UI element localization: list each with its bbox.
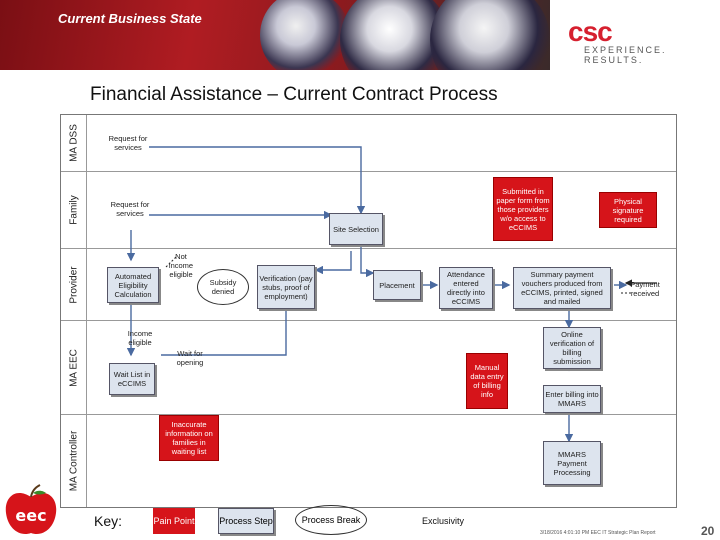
node-wait-list: Wait List in eCCIMS bbox=[109, 363, 155, 395]
key-label: Key: bbox=[94, 513, 123, 529]
node-manual-data-entry-pain: Manual data entry of billing info bbox=[466, 353, 508, 409]
node-request-dss: Request for services bbox=[108, 134, 148, 152]
key-process-step: Process Step bbox=[218, 508, 274, 534]
logo-brand: csc bbox=[568, 16, 613, 47]
lane-family: Family bbox=[61, 172, 676, 249]
cyclist-image bbox=[430, 0, 550, 70]
eec-logo: eec bbox=[5, 484, 57, 535]
lane-label: Family bbox=[61, 172, 87, 248]
header-title: Current Business State bbox=[58, 11, 202, 26]
key-exclusivity: Exclusivity bbox=[422, 516, 465, 526]
logo-tagline: EXPERIENCE. RESULTS. bbox=[584, 45, 667, 65]
node-enter-billing: Enter billing into MMARS bbox=[543, 385, 601, 413]
node-not-income-eligible: Not income eligible bbox=[168, 251, 194, 279]
lane-label: MA Controller bbox=[61, 415, 87, 507]
node-submitted-paper-pain: Submitted in paper form from those provi… bbox=[493, 177, 553, 241]
lane-provider: Provider bbox=[61, 249, 676, 321]
key-pain-point: Pain Point bbox=[153, 508, 195, 534]
node-summary-payment: Summary payment vouchers produced from e… bbox=[513, 267, 611, 309]
footer-text: 3/18/2016 4:01:10 PM EEC IT Strategic Pl… bbox=[540, 530, 656, 536]
node-online-verification: Online verification of billing submissio… bbox=[543, 327, 601, 369]
cyclist-image bbox=[260, 0, 350, 70]
lane-ma-controller: MA Controller bbox=[61, 415, 676, 507]
key-process-break: Process Break bbox=[295, 505, 367, 535]
node-verification: Verification (pay stubs, proof of employ… bbox=[257, 265, 315, 309]
csc-logo: csc EXPERIENCE. RESULTS. bbox=[560, 14, 710, 65]
node-payment-received: Payment received bbox=[630, 280, 660, 298]
node-request-family: Request for services bbox=[110, 200, 150, 218]
node-subsidy-denied: Subsidy denied bbox=[197, 269, 249, 305]
lane-ma-eec: MA EEC bbox=[61, 321, 676, 415]
node-attendance: Attendance entered directly into eCCIMS bbox=[439, 267, 493, 309]
node-automated-eligibility: Automated Eligibility Calculation bbox=[107, 267, 159, 303]
node-mmars-payment: MMARS Payment Processing bbox=[543, 441, 601, 485]
node-inaccurate-info-pain: Inaccurate information on families in wa… bbox=[159, 415, 219, 461]
lane-label: MA DSS bbox=[61, 115, 87, 171]
lane-ma-dss: MA DSS bbox=[61, 115, 676, 172]
node-income-eligible: Income eligible bbox=[127, 329, 153, 347]
node-waitlist-opening: Wait for opening bbox=[176, 349, 204, 367]
page-title: Financial Assistance – Current Contract … bbox=[90, 84, 498, 105]
svg-text:eec: eec bbox=[15, 506, 46, 525]
node-site-selection: Site Selection bbox=[329, 213, 383, 245]
lane-label: Provider bbox=[61, 249, 87, 320]
node-physical-signature-pain: Physical signature required bbox=[599, 192, 657, 228]
lane-label: MA EEC bbox=[61, 321, 87, 414]
node-placement: Placement bbox=[373, 270, 421, 300]
header-banner: Current Business State bbox=[0, 0, 550, 70]
page-number: 20 bbox=[701, 524, 715, 538]
swimlane-diagram: MA DSS Family Provider MA EEC MA Control… bbox=[60, 114, 677, 508]
